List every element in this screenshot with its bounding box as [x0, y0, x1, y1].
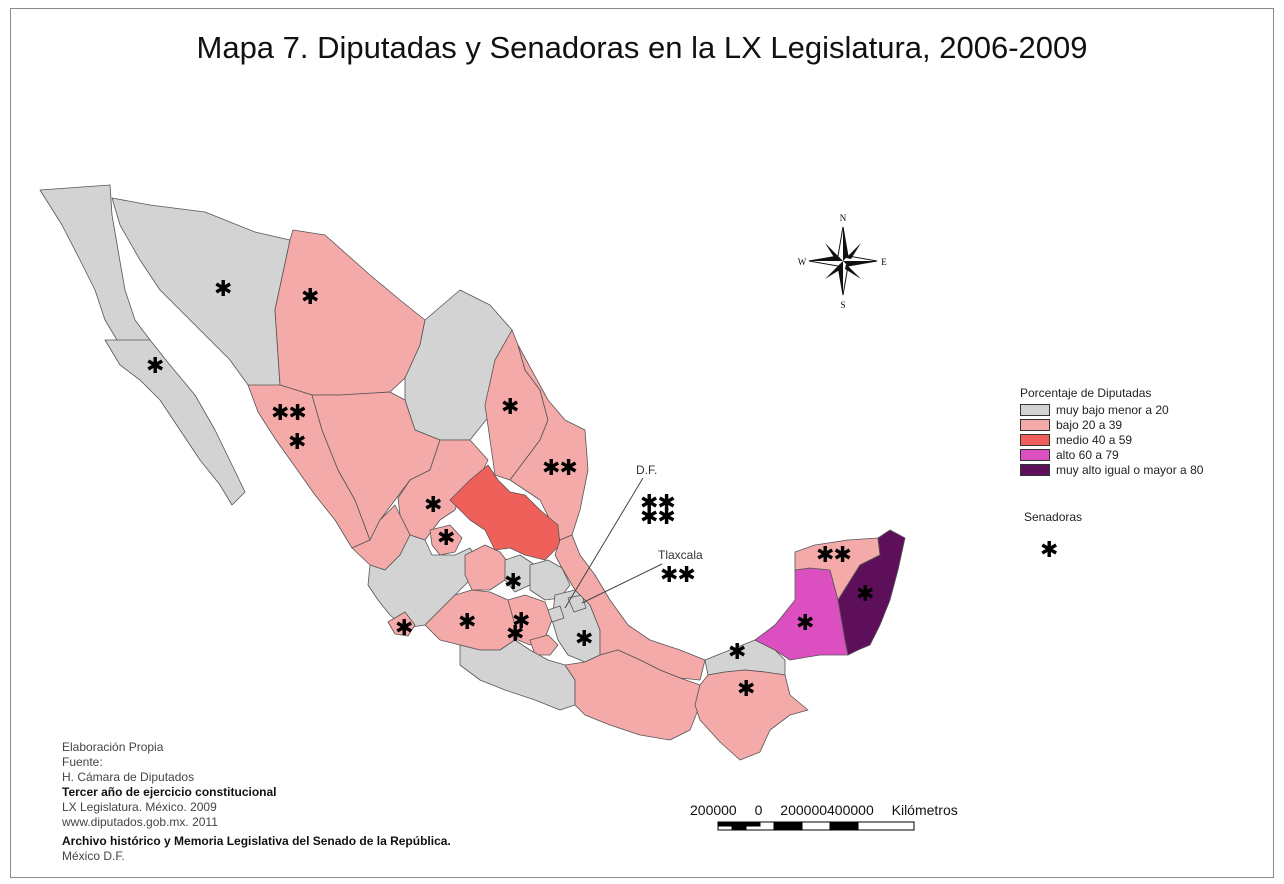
state-chihuahua: [274, 229, 426, 396]
source-line: LX Legislatura. México. 2009: [62, 800, 217, 814]
source-line: México D.F.: [62, 849, 125, 863]
scale-unit: Kilómetros: [891, 802, 958, 818]
marker-campeche: ✱: [796, 611, 814, 636]
marker-queretaro: ✱: [504, 570, 522, 595]
state-tamaulipas: [509, 344, 589, 541]
df-callout-line: [564, 477, 644, 609]
marker-df-b: ✱✱: [640, 505, 676, 530]
source-line: Tercer año de ejercicio constitucional: [62, 785, 277, 799]
marker-colima: ✱: [395, 616, 413, 641]
source-line: H. Cámara de Diputados: [62, 770, 195, 784]
df-label: D.F.: [636, 463, 658, 477]
marker-zacatecas: ✱: [424, 493, 442, 518]
tlaxcala-label: Tlaxcala: [658, 548, 703, 562]
source-line: Elaboración Propia: [62, 740, 164, 754]
legend-label: alto 60 a 79: [1056, 447, 1119, 462]
legend-swatch: [1020, 403, 1050, 416]
senadoras-legend-icon: ✱: [1040, 538, 1059, 563]
state-aguascalientes: [429, 524, 463, 556]
tlaxcala-callout-line: [581, 563, 663, 604]
source-line: www.diputados.gob.mx. 2011: [62, 815, 218, 829]
legend-swatch: [1020, 448, 1050, 461]
state-chiapas: [694, 669, 809, 761]
legend-item: muy bajo menor a 20: [1020, 402, 1203, 417]
marker-aguascalientes: ✱: [437, 526, 455, 551]
marker-baja-california-sur: ✱: [146, 354, 164, 379]
legend-swatch: [1020, 463, 1050, 476]
legend-item: alto 60 a 79: [1020, 447, 1203, 462]
legend-item: muy alto igual o mayor a 80: [1020, 462, 1203, 477]
marker-mexico-b: ✱: [506, 622, 524, 647]
scale-label: 0: [754, 802, 763, 818]
legend: Porcentaje de Diputadas muy bajo menor a…: [1020, 386, 1203, 477]
marker-sinaloa-a: ✱✱: [271, 401, 307, 426]
legend-title: Porcentaje de Diputadas: [1020, 386, 1152, 400]
compass-rose: N S E W: [798, 213, 888, 310]
source-line: Fuente:: [62, 755, 103, 769]
legend-label: medio 40 a 59: [1056, 432, 1133, 447]
legend-label: bajo 20 a 39: [1056, 417, 1123, 432]
marker-michoacan: ✱: [458, 610, 476, 635]
marker-sinaloa-b: ✱: [288, 430, 306, 455]
compass-n: N: [840, 213, 847, 223]
marker-df-a: ✱✱: [640, 491, 676, 516]
scale-label: 200000: [690, 802, 737, 818]
legend-label: muy bajo menor a 20: [1056, 402, 1169, 417]
marker-chiapas: ✱: [737, 677, 755, 702]
marker-quintana-roo: ✱: [856, 582, 874, 607]
source-block: Elaboración Propia Fuente: H. Cámara de …: [62, 740, 451, 864]
marker-puebla: ✱: [575, 627, 593, 652]
marker-nuevo-leon: ✱: [501, 395, 519, 420]
compass-w: W: [798, 257, 807, 267]
source-line: Archivo histórico y Memoria Legislativa …: [62, 834, 451, 848]
legend-swatch: [1020, 433, 1050, 446]
scale-labels: 200000 0 200000400000 Kilómetros: [690, 802, 972, 818]
marker-tamaulipas: ✱✱: [542, 456, 578, 481]
state-tlaxcala: [567, 594, 587, 613]
marker-mexico-a: ✱: [512, 609, 530, 634]
marker-chihuahua: ✱: [301, 285, 319, 310]
scale-label: 200000400000: [780, 802, 874, 818]
legend-item: medio 40 a 59: [1020, 432, 1203, 447]
scale-bar: [717, 821, 915, 831]
senadoras-label: Senadoras: [1024, 510, 1083, 524]
marker-tlaxcala: ✱✱: [660, 563, 696, 588]
state-quintana-roo: [837, 529, 906, 656]
legend-item: bajo 20 a 39: [1020, 417, 1203, 432]
map-title: Mapa 7. Diputadas y Senadoras en la LX L…: [196, 30, 1088, 65]
legend-label: muy alto igual o mayor a 80: [1056, 462, 1204, 477]
compass-e: E: [881, 257, 887, 267]
compass-s: S: [840, 300, 845, 310]
state-guerrero: [459, 639, 576, 711]
legend-swatch: [1020, 418, 1050, 431]
state-baja-california-sur: [104, 339, 246, 506]
state-colima: [387, 611, 416, 637]
marker-sonora: ✱: [214, 277, 232, 302]
state-hidalgo: [529, 559, 571, 601]
marker-yucatan: ✱✱: [816, 543, 852, 568]
marker-tabasco: ✱: [728, 640, 746, 665]
state-df: [547, 605, 565, 623]
